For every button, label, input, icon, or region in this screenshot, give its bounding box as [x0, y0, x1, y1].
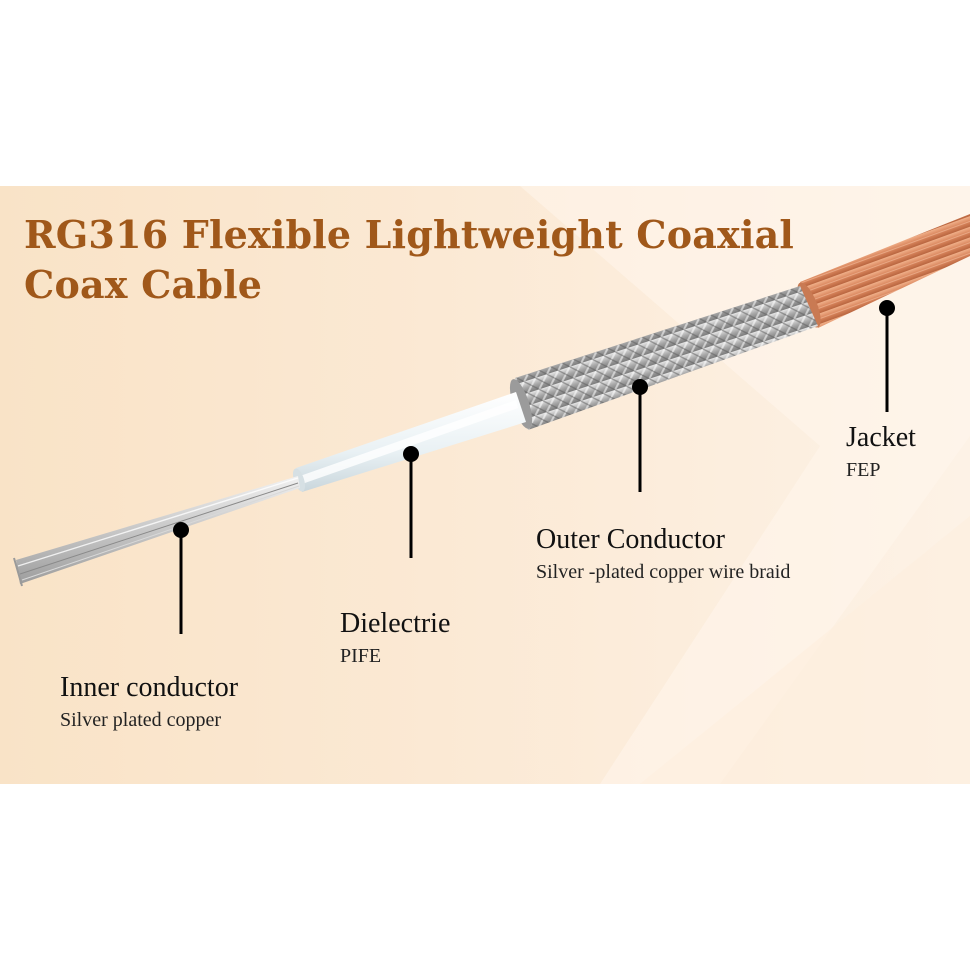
title-line-2: Coax Cable: [24, 262, 263, 307]
callout-name: Jacket: [846, 422, 916, 453]
callout-material: PIFE: [340, 645, 382, 667]
pointer-inner-conductor: [173, 522, 189, 634]
pointer-jacket: [879, 300, 895, 412]
pointer-dielectric: [403, 446, 419, 558]
callout-dielectric: Dielectrie PIFE: [340, 608, 450, 668]
callout-outer-conductor: Outer Conductor Silver -plated copper wi…: [536, 524, 790, 584]
callout-name: Outer Conductor: [536, 524, 725, 555]
callout-material: Silver -plated copper wire braid: [536, 561, 791, 583]
diagram-banner: RG316 Flexible Lightweight Coaxial Coax …: [0, 186, 970, 784]
cable-inner-conductor: [13, 476, 300, 587]
cable-braid: [509, 286, 818, 430]
callout-inner-conductor: Inner conductor Silver plated copper: [60, 672, 238, 732]
callout-name: Dielectrie: [340, 608, 451, 639]
page-title: RG316 Flexible Lightweight Coaxial Coax …: [24, 210, 794, 310]
callout-name: Inner conductor: [60, 672, 239, 703]
callout-jacket: Jacket FEP: [846, 422, 916, 482]
coax-cable-illustration: [13, 214, 970, 634]
cable-dielectric: [292, 392, 526, 492]
callout-material: Silver plated copper: [60, 709, 222, 731]
pointer-outer-conductor: [632, 379, 648, 492]
callout-material: FEP: [846, 459, 881, 481]
title-line-1: RG316 Flexible Lightweight Coaxial: [24, 212, 795, 257]
background-chevrons: [520, 186, 970, 784]
